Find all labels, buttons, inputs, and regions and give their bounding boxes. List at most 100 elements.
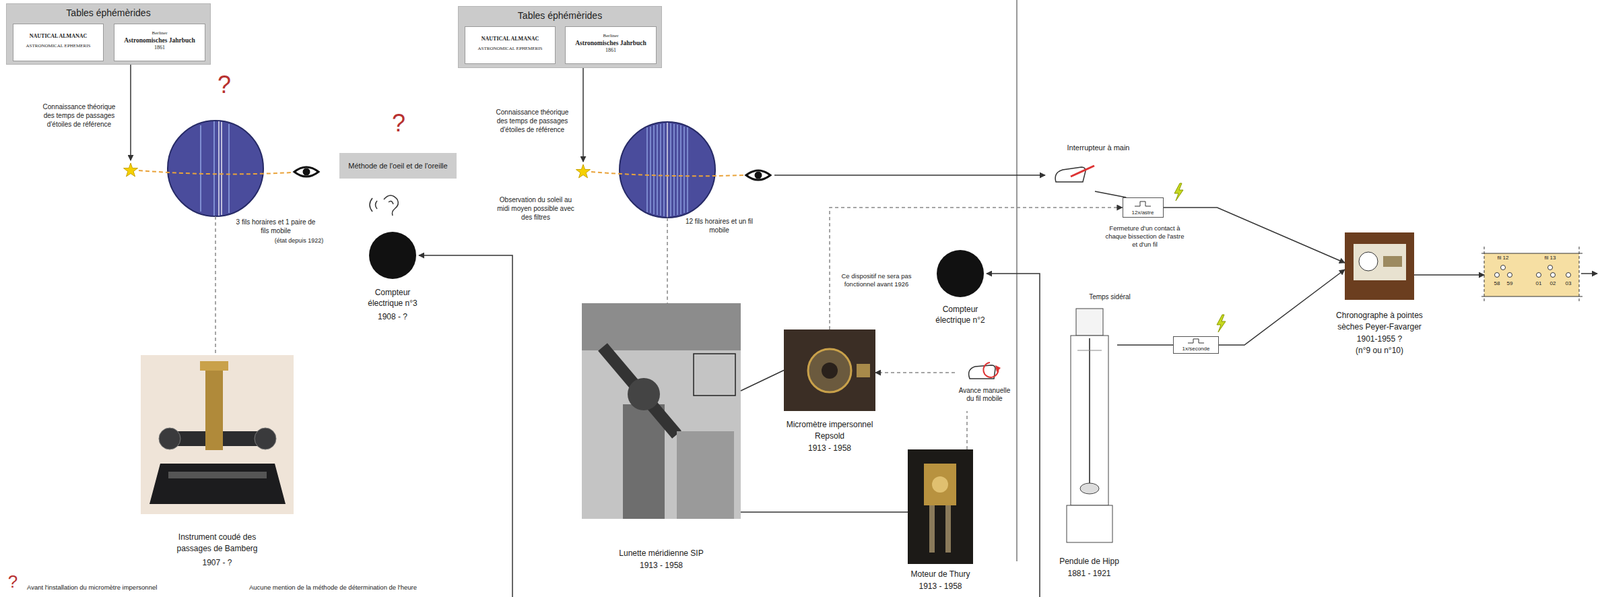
pulse-symbol: [1187, 338, 1205, 343]
ear-inner: [388, 201, 394, 205]
almanac-cover: NAUTICAL ALMANAC ASTRONOMICAL EPHEMERIS: [464, 26, 556, 64]
question-mark: ?: [387, 109, 411, 137]
hour-wire: [656, 124, 658, 215]
reticle-note: 3 fils horaires et 1 paire de fils mobil…: [233, 217, 318, 236]
lightning-symbol: [1174, 183, 1184, 201]
caption: Moteur de Thury: [887, 568, 994, 580]
hand-outline: [1055, 167, 1086, 182]
base-plate: [168, 471, 267, 479]
almanac-cover: NAUTICAL ALMANAC ASTRONOMICAL EPHEMERIS: [12, 23, 104, 62]
section-divider: [1016, 0, 1017, 561]
reticle-circle: 3 fils horaires et 1 paire de fils mobil…: [167, 120, 264, 217]
method-box: Méthode de l'oeil et de l'oreille: [339, 152, 457, 179]
question-mark: ?: [212, 71, 236, 99]
box-label: Méthode de l'oeil et de l'oreille: [348, 160, 448, 171]
counter-circle: Compteur électrique n°2: [936, 249, 984, 297]
tape-mark: [1501, 265, 1506, 271]
cover-text: ASTRONOMICAL EPHEMERIS: [13, 43, 104, 50]
case-detail: [1077, 350, 1102, 351]
mobile-wire: [220, 121, 222, 215]
micrometer-drum: [808, 348, 852, 392]
caption: (n°9 ou n°10): [1325, 344, 1434, 356]
governor: [931, 476, 949, 493]
star-path: [138, 170, 293, 174]
hour-wire: [663, 123, 664, 217]
note: Ce dispositif ne sera pas fonctionnel av…: [837, 272, 916, 289]
cover-text: ASTRONOMICAL EPHEMERIS: [465, 45, 555, 52]
tape-mark-label: 59: [1503, 280, 1517, 287]
column: [929, 505, 935, 553]
reference-star: [576, 164, 591, 178]
cover-text: NAUTICAL ALMANAC: [465, 35, 555, 43]
footnote: Aucune mention de la méthode de détermin…: [249, 583, 465, 592]
reticle-wires: [647, 122, 688, 217]
tape-mark-label: 58: [1490, 280, 1504, 287]
cover-text: 1861: [114, 44, 205, 52]
dial: [1358, 251, 1378, 271]
eye-outline: [294, 167, 319, 177]
hour-wire: [670, 123, 671, 217]
chronograph-photo: Chronographe à pointes sèches Peyer-Fava…: [1344, 232, 1415, 300]
lightning-symbol: [1216, 314, 1226, 332]
eyepiece: [821, 362, 838, 379]
connector: [1163, 207, 1346, 263]
push-button: [1070, 165, 1095, 177]
hand-switch-icon: [1055, 165, 1095, 182]
hour-wire: [200, 125, 201, 212]
mobile-wire: [218, 121, 219, 216]
chronograph-photo: [1344, 232, 1415, 300]
cover-text: NAUTICAL ALMANAC: [13, 32, 104, 40]
hand-switch-node: Interrupteur à main: [1047, 142, 1149, 192]
pendulum-bob: [1080, 482, 1099, 494]
eye-pupil: [303, 168, 311, 176]
tape-mark: [1494, 272, 1500, 278]
paper-roll: [1383, 255, 1403, 267]
caption: 1913 - 1958: [593, 559, 729, 571]
cover-text: Berliner: [565, 32, 656, 40]
caption: Instrument coudé des passages de Bamberg: [163, 531, 272, 555]
tape-mark-label: 01: [1531, 280, 1546, 287]
pulse-symbol: [1134, 201, 1151, 207]
photo-ground: [140, 354, 294, 514]
footnote: Avant l'installation du micromètre imper…: [26, 583, 229, 592]
tape-mark-label: 02: [1546, 280, 1560, 287]
caption: 1901-1955 ?: [1325, 333, 1434, 345]
axis-wheel: [254, 427, 277, 450]
counter-wire: [986, 273, 1040, 597]
telescope-photo: Lunette méridienne SIP1913 - 1958: [581, 303, 741, 519]
tape-mark: [1507, 272, 1513, 278]
caption: Avance manuelle du fil mobile: [954, 386, 1015, 403]
tape-mark-label: fil 13: [1538, 254, 1563, 262]
hour-wire: [646, 127, 648, 213]
cover-text: 1861: [565, 47, 656, 54]
caption: Compteur électrique n°2: [926, 303, 994, 326]
reference-star: [123, 162, 139, 177]
axis-wheel: [158, 427, 181, 450]
hour-wire: [686, 127, 688, 213]
signal-box: 12x/astre: [1122, 197, 1164, 218]
dashed-connector: [829, 207, 1123, 330]
eye-outline: [746, 170, 771, 180]
paper-tape-node: fil 12fil 135859010203: [1484, 253, 1580, 297]
caption: 1913 - 1958: [775, 442, 884, 454]
hour-wire: [673, 123, 675, 216]
ear-icon: [369, 195, 398, 216]
note: Connaissance théorique des temps de pass…: [37, 102, 122, 129]
tape-mark-label: 03: [1561, 280, 1576, 287]
eye-pupil: [754, 171, 763, 180]
wooden-case: [1344, 232, 1415, 300]
caption: Pendule de Hipp: [1034, 555, 1145, 567]
pendulum-base: [1066, 505, 1113, 543]
connector: [1414, 274, 1485, 276]
caption: 1881 - 1921: [1034, 567, 1145, 579]
brass-tube: [205, 369, 223, 450]
meridian-telescope-photo: [581, 303, 741, 519]
eye-icon: [294, 167, 319, 177]
hour-wire: [676, 124, 678, 215]
instrument-photo: Instrument coudé des passages de Bamberg…: [140, 354, 294, 514]
note: Connaissance théorique des temps de pass…: [490, 107, 575, 135]
connector: [1117, 344, 1174, 346]
